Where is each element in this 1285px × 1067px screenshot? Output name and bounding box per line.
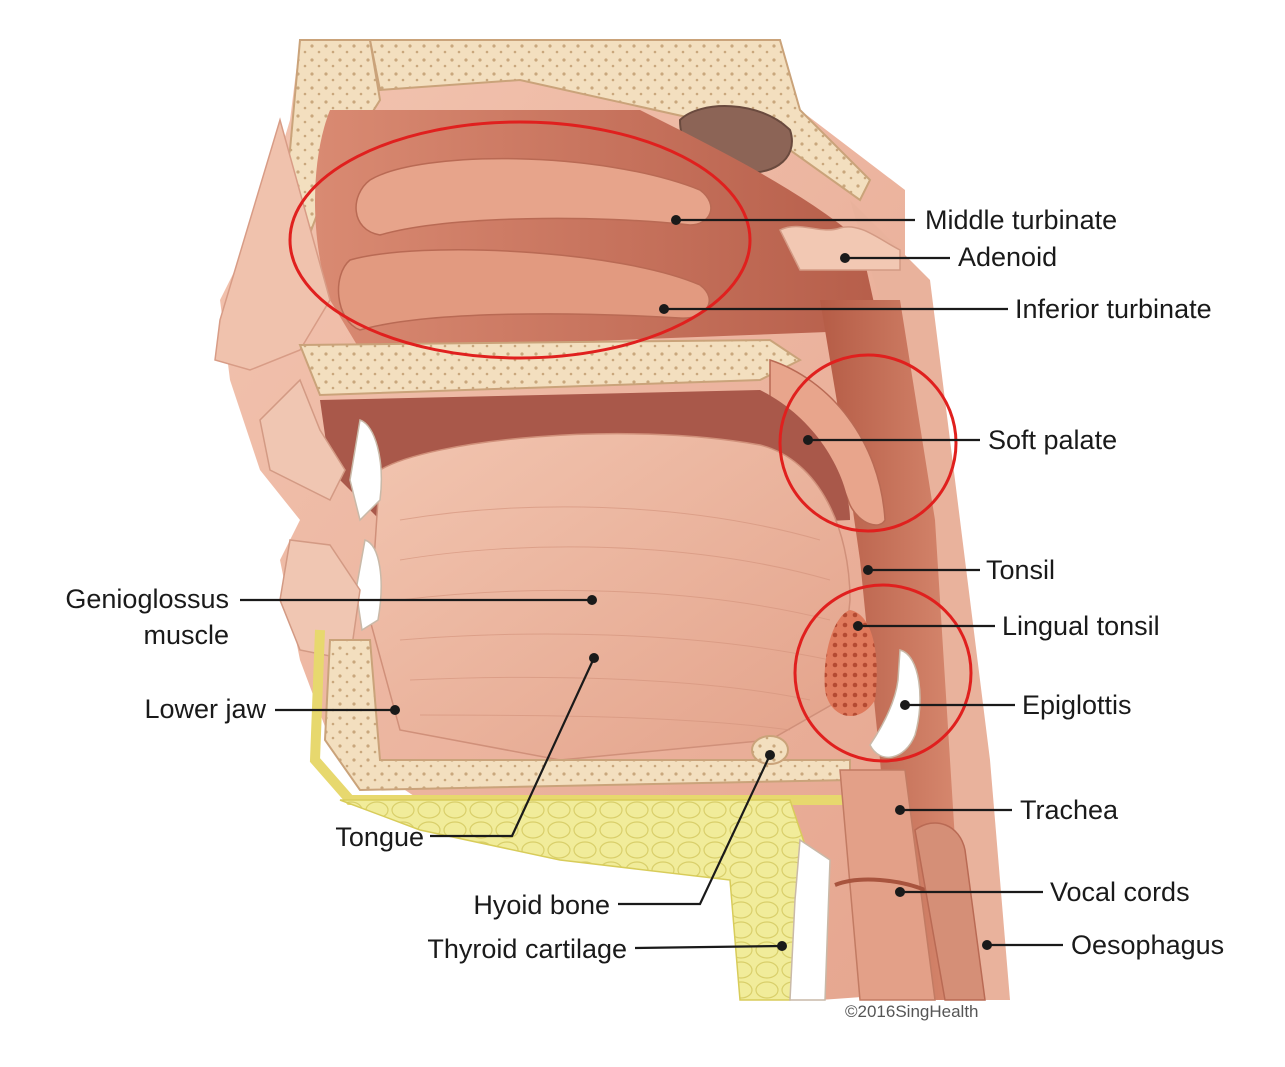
tongue-base-ring (793, 583, 973, 763)
label-thyroid-cartilage: Thyroid cartilage (427, 934, 627, 964)
inferior-turbinate (337, 249, 710, 331)
thyroid-cartilage (789, 838, 831, 1001)
skull-base (368, 39, 872, 202)
label-tonsil: Tonsil (986, 555, 1055, 585)
oesophagus (914, 822, 986, 1001)
label-middle-turbinate: Middle turbinate (925, 205, 1117, 235)
label-soft-palate: Soft palate (988, 425, 1117, 455)
tongue-body (369, 432, 851, 761)
label-adenoid: Adenoid (958, 242, 1057, 272)
lingual-tonsil (824, 610, 877, 717)
vocal-cord-fold (834, 877, 926, 892)
larynx-trachea (839, 769, 936, 1001)
epiglottis (869, 649, 921, 759)
leader-lines (240, 215, 1063, 951)
upper-incisor (349, 419, 383, 522)
adenoid (778, 225, 901, 271)
label-genioglossus-line1: Genioglossus (65, 584, 229, 614)
copyright-notice: ©2016SingHealth (845, 1002, 979, 1021)
label-genioglossus-line2: muscle (143, 620, 229, 650)
label-lower-jaw: Lower jaw (144, 694, 266, 724)
label-hyoid-bone: Hyoid bone (473, 890, 610, 920)
label-inferior-turbinate: Inferior turbinate (1015, 294, 1212, 324)
middle-turbinate (355, 157, 712, 236)
tongue-muscle-fibers (399, 506, 831, 731)
label-oesophagus: Oesophagus (1071, 930, 1224, 960)
upper-lip (259, 378, 346, 502)
lower-incisor (355, 539, 382, 632)
label-trachea: Trachea (1020, 795, 1119, 825)
label-epiglottis: Epiglottis (1022, 690, 1132, 720)
soft-palate-ring (778, 353, 958, 533)
nasal-obstruction-ring (288, 120, 752, 360)
neck-fat-layer (339, 799, 811, 1001)
external-nose (214, 117, 331, 371)
label-tongue: Tongue (335, 822, 424, 852)
label-vocal-cords: Vocal cords (1050, 877, 1190, 907)
label-lingual-tonsil: Lingual tonsil (1002, 611, 1160, 641)
